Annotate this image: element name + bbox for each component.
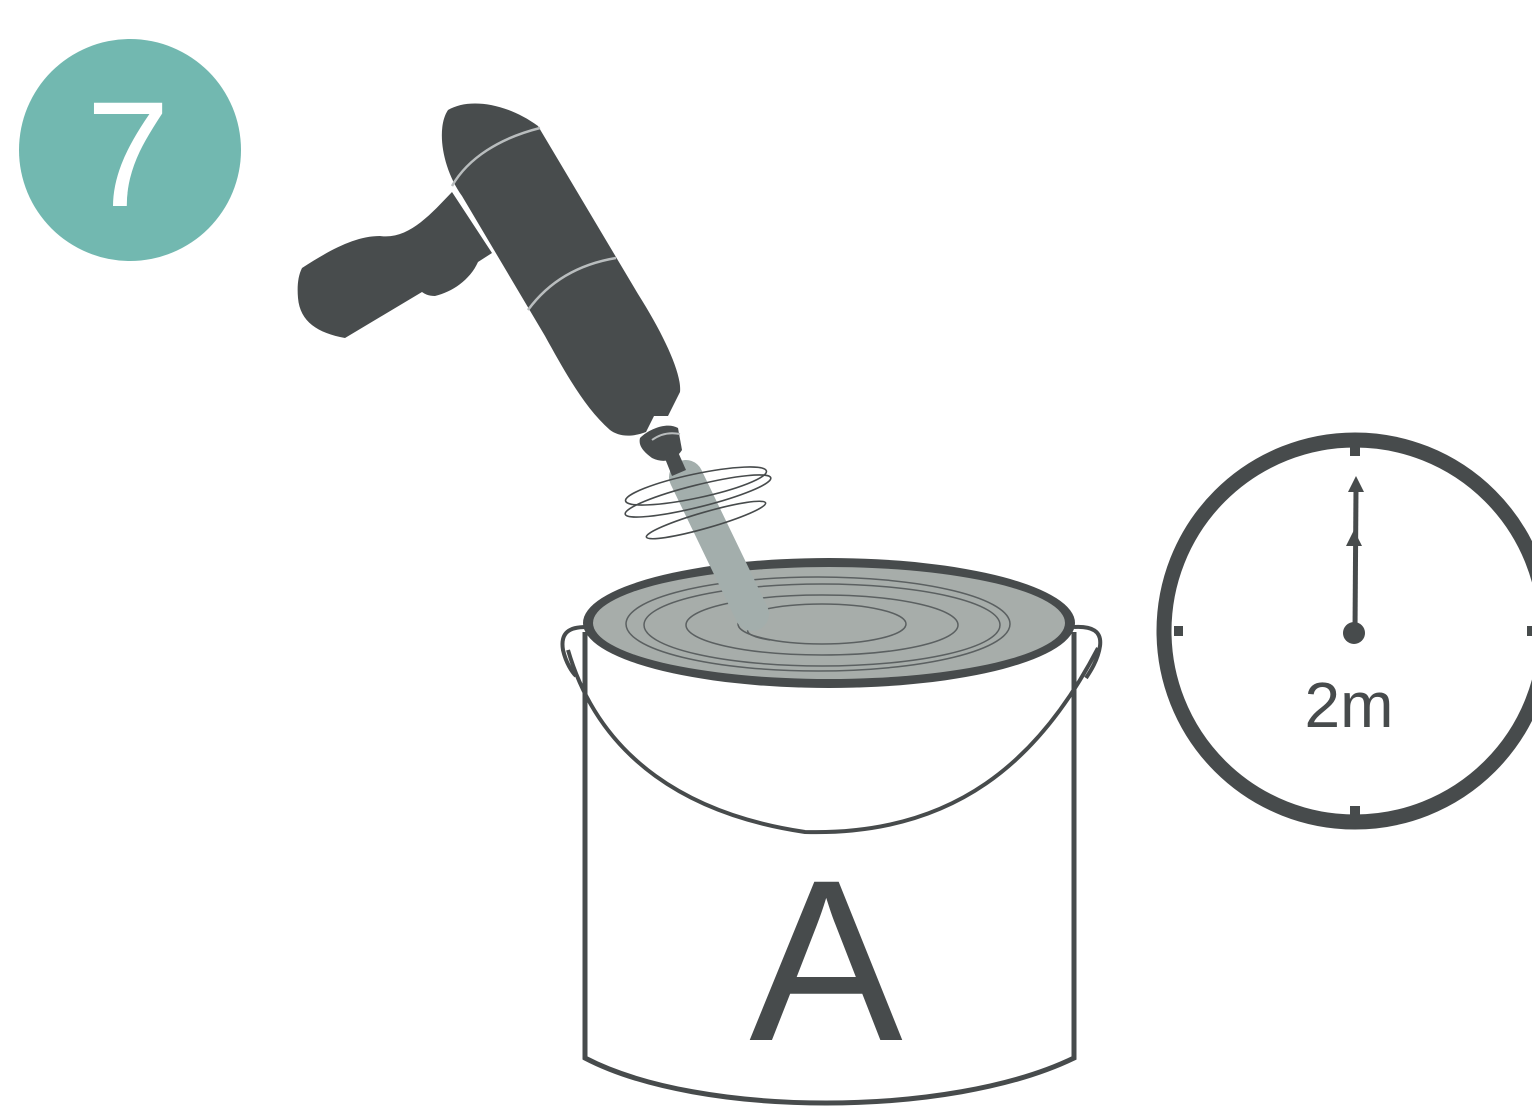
can-label: A — [749, 832, 902, 1089]
step-badge: 7 — [19, 39, 241, 261]
drill-body — [442, 103, 680, 435]
clock-tick-9 — [1174, 626, 1183, 636]
clock-tick-6 — [1350, 806, 1360, 815]
clock-tick-12 — [1350, 447, 1360, 456]
paint-can-icon: A — [562, 558, 1100, 1103]
power-drill-icon — [298, 103, 686, 476]
timer-duration: 2m — [1305, 669, 1394, 741]
clock-center — [1343, 622, 1365, 644]
clock-tick-3 — [1527, 626, 1532, 636]
step-number: 7 — [86, 70, 169, 238]
drill-handle — [298, 192, 492, 338]
clock-hand — [1355, 488, 1356, 631]
clock-icon: 2m — [1164, 440, 1532, 822]
